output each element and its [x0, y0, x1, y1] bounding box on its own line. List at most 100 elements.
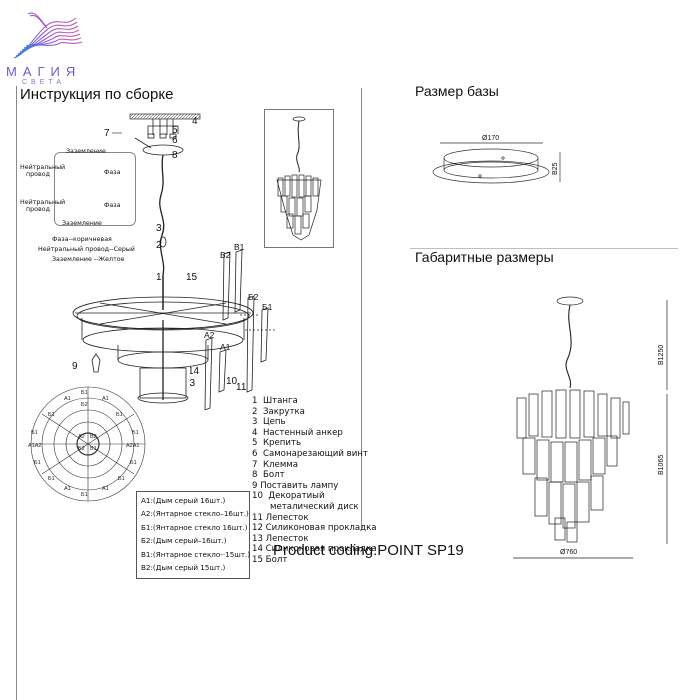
part-text: Крепить: [262, 438, 302, 449]
callout-10: 10: [226, 376, 238, 387]
callout-14: 14: [190, 366, 200, 377]
part-item: 6 Самонарезающий винт: [252, 449, 377, 460]
diagram-label: А1: [64, 486, 71, 492]
wiring-legend-neutral: Нейтральный провод--Серый: [38, 246, 135, 253]
part-item: 15 Болт: [252, 555, 377, 566]
wiring-legend-phase: Фаза--коричневая: [52, 236, 112, 243]
callout-8: 8: [172, 150, 178, 161]
part-text: Цепь: [262, 417, 286, 428]
diagram-label: А2А1: [126, 443, 139, 449]
part-item: 10 Декоратиый: [252, 491, 377, 502]
label-v1: В1: [234, 242, 245, 252]
part-text: 2: [252, 406, 258, 417]
body-height-label: В1065: [658, 455, 665, 475]
diagram-label: В2: [90, 434, 97, 440]
part-text: 3: [252, 417, 258, 428]
part-text: 13: [252, 533, 263, 544]
part-item: 14 Силиконовая прокладка: [252, 544, 377, 555]
callout-4: 4: [192, 116, 198, 127]
callout-2: 2: [156, 240, 162, 251]
part-text: 14: [252, 544, 263, 555]
part-text: 7: [252, 459, 258, 470]
part-text: 11: [252, 512, 263, 523]
petal-b2: [222, 251, 231, 321]
assembly-title: Инструкция по сборке: [20, 86, 174, 103]
petal-v2: [246, 295, 255, 393]
part-text: 12: [252, 523, 263, 534]
parts-list: 1 Штанга 2 Закрутка 3 Цепь 4 Настенный а…: [252, 396, 377, 566]
overall-size-title: Габаритные размеры: [415, 249, 554, 265]
callout-9: 9: [72, 361, 78, 372]
wiring-phase-2: Фаза: [104, 202, 121, 209]
label-a2: А2: [204, 330, 215, 340]
part-text: Настенный анкер: [262, 427, 343, 438]
callout-13: 13: [190, 378, 196, 389]
part-item: 12 Силиконовая прокладка: [252, 523, 377, 534]
wiring-ground-top: Заземление: [66, 148, 106, 155]
chandelier-thumbnail-icon: [276, 116, 322, 241]
diagram-label: Б1: [81, 390, 88, 396]
diagram-label: Б1: [81, 492, 88, 498]
diagram-label: А1: [64, 396, 71, 402]
base-diameter-label: Ø170: [482, 135, 499, 142]
part-item: 5 Крепить: [252, 438, 377, 449]
part-item: 11 Лепесток: [252, 513, 377, 524]
callout-7: 7: [104, 128, 110, 139]
label-v2: В2: [220, 250, 231, 260]
callout-1: 1: [156, 272, 162, 283]
wiring-neutral-2: Нейтральный провод: [20, 199, 66, 213]
diagram-label: Б1: [48, 412, 55, 418]
petal-b1: [234, 249, 243, 313]
total-height-label: В1250: [658, 345, 665, 365]
wiring-legend-ground: Заземление --Желтое: [52, 256, 125, 263]
part-text: 10: [252, 491, 263, 502]
part-item: 13 Лепесток: [252, 534, 377, 545]
callout-5: 5: [172, 125, 178, 136]
part-text: Клемма: [262, 459, 299, 470]
diagram-label: Б1: [34, 460, 41, 466]
petal-a1: [218, 349, 227, 393]
glass-legend-item: В2:(Дым серый 15шт.): [141, 563, 226, 573]
part-text: Болт: [262, 470, 285, 481]
part-item-continued: металический диск: [270, 501, 359, 512]
label-b1: Б1: [262, 302, 273, 312]
part-text: 6: [252, 448, 258, 459]
diagram-label: А1: [102, 486, 109, 492]
part-text: Декоратиый: [268, 491, 325, 502]
part-text: 4: [252, 427, 258, 438]
part-text: 9: [252, 480, 258, 491]
part-item: 1 Штанга: [252, 396, 377, 407]
terminal-block: [54, 152, 136, 226]
part-text: 5: [252, 438, 258, 449]
diagram-label: А1А2: [28, 443, 41, 449]
diagram-label: Б1: [48, 476, 55, 482]
diagram-label: Б1: [116, 412, 123, 418]
base-size-title: Размер базы: [415, 83, 499, 99]
part-text: Силиконовая прокладка: [265, 544, 377, 555]
brand-name: МАГИЯ: [6, 64, 82, 79]
wiring-phase-1: Фаза: [104, 169, 121, 176]
overall-diameter-label: Ø760: [560, 549, 577, 556]
part-text: Поставить лампу: [260, 480, 339, 491]
part-item: 2 Закрутка: [252, 407, 377, 418]
label-b2: Б2: [248, 292, 259, 302]
glass-legend-item: А1:(Дым серый 16шт.): [141, 496, 226, 505]
diagram-label: Б2: [78, 446, 85, 452]
part-text: 8: [252, 470, 258, 481]
callout-3: 3: [156, 223, 162, 234]
callout-6: 6: [172, 135, 178, 146]
part-text: Лепесток: [265, 533, 309, 544]
part-item: 8 Болт: [252, 470, 377, 481]
wiring-neutral-1: Нейтральный провод: [20, 164, 66, 178]
part-text: Самонарезающий винт: [262, 448, 368, 459]
part-item: 4 Настенный анкер: [252, 428, 377, 439]
part-item: 7 Клемма: [252, 460, 377, 471]
diagram-label: А1: [102, 396, 109, 402]
callout-11: 11: [236, 382, 247, 393]
assembly-diagram: 7 4 5 6 8 3 2 1 15 9: [72, 113, 275, 404]
part-item: 3 Цепь: [252, 417, 377, 428]
column-divider-line: [361, 88, 362, 528]
part-item: 9 Поставить лампу: [252, 481, 377, 492]
part-text: 15: [252, 554, 263, 565]
